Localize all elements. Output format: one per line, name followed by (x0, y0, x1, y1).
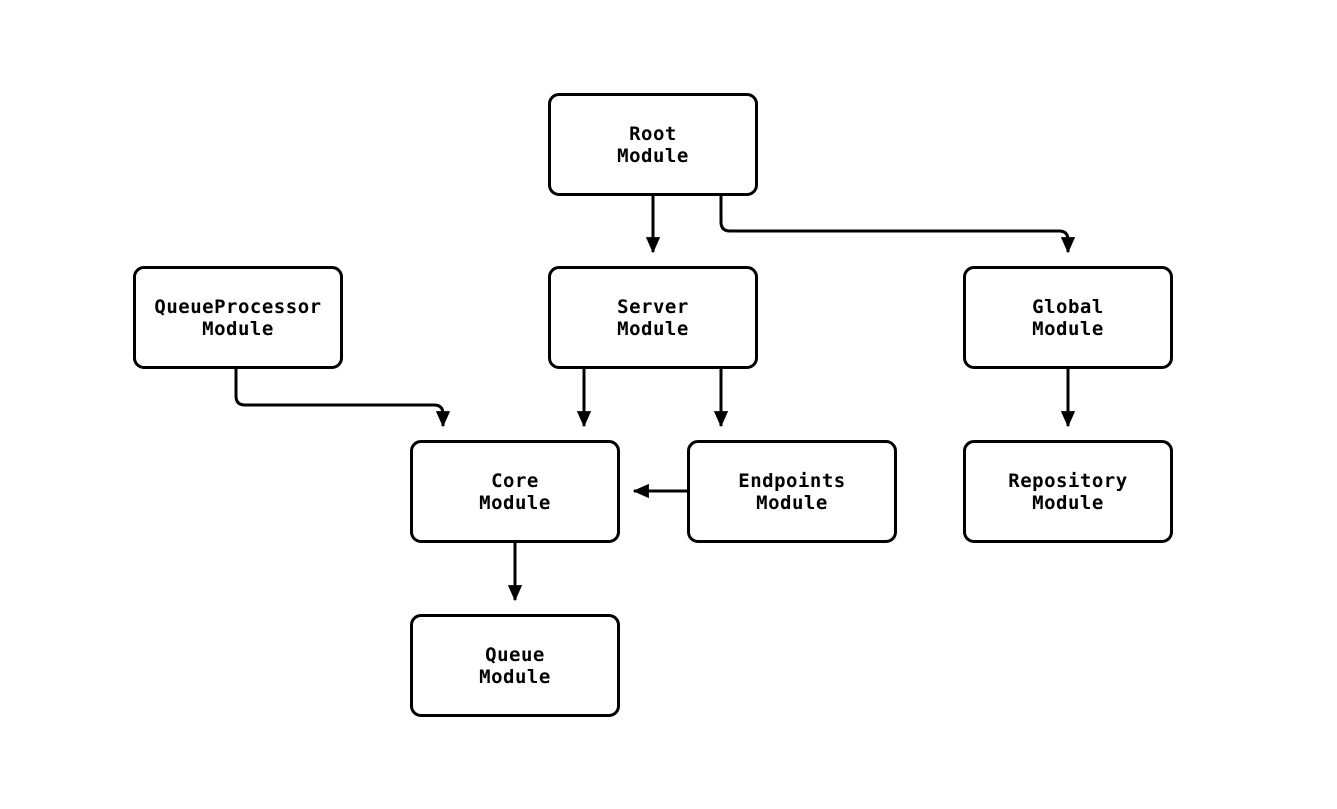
node-queueprocessor-module-line1: QueueProcessor (154, 295, 322, 318)
node-global-module-line1: Global (1032, 295, 1104, 318)
node-endpoints-module-line1: Endpoints (738, 469, 846, 492)
edge-queueprocessor-core (234, 369, 451, 428)
node-root-module-line2: Module (617, 144, 689, 167)
node-server-module[interactable]: Server Module (548, 266, 758, 369)
node-core-module-line1: Core (491, 469, 539, 492)
node-global-module[interactable]: Global Module (963, 266, 1173, 369)
node-root-module[interactable]: Root Module (548, 93, 758, 196)
node-core-module-line2: Module (479, 491, 551, 514)
node-endpoints-module-line2: Module (756, 491, 828, 514)
node-server-module-line1: Server (617, 295, 689, 318)
node-repository-module-line1: Repository (1008, 469, 1128, 492)
node-root-module-line1: Root (629, 122, 677, 145)
node-queue-module-line1: Queue (485, 643, 545, 666)
node-endpoints-module[interactable]: Endpoints Module (687, 440, 897, 543)
node-repository-module[interactable]: Repository Module (963, 440, 1173, 543)
node-queue-module[interactable]: Queue Module (410, 614, 620, 717)
node-repository-module-line2: Module (1032, 491, 1104, 514)
node-core-module[interactable]: Core Module (410, 440, 620, 543)
node-queueprocessor-module-line2: Module (202, 317, 274, 340)
node-queue-module-line2: Module (479, 665, 551, 688)
node-server-module-line2: Module (617, 317, 689, 340)
edge-root-global (719, 196, 1076, 254)
node-queueprocessor-module[interactable]: QueueProcessor Module (133, 266, 343, 369)
node-global-module-line2: Module (1032, 317, 1104, 340)
